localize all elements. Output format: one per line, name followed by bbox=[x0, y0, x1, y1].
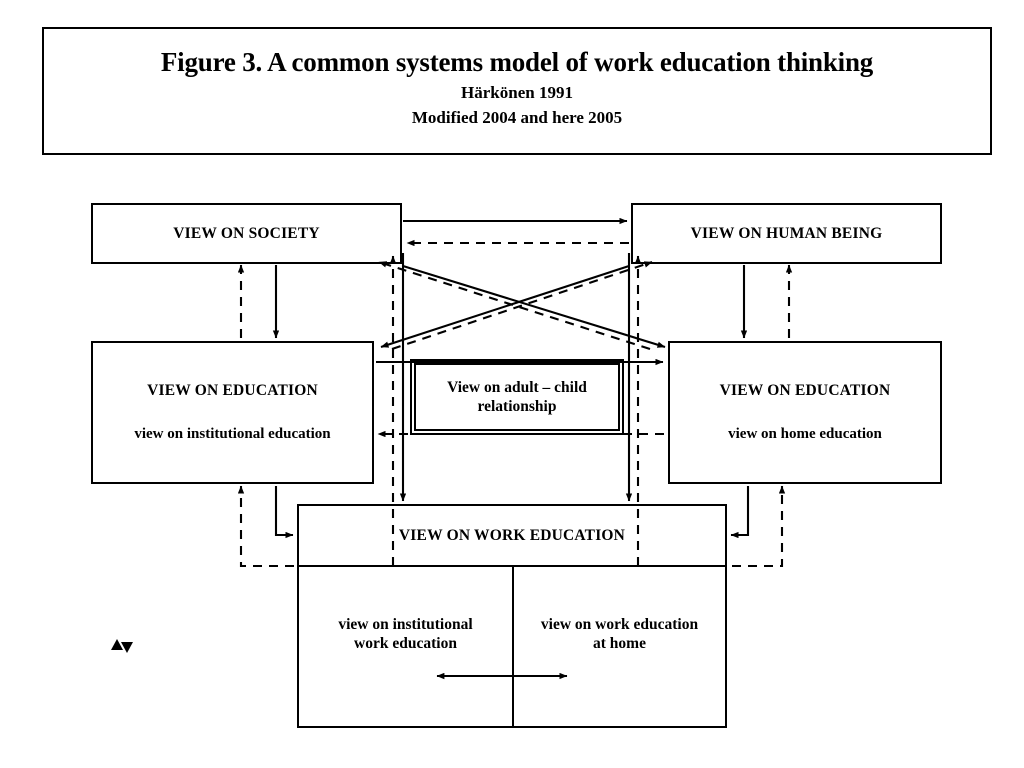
node-adult-child-line1: View on adult – child bbox=[447, 378, 587, 396]
node-education-home-subtitle: view on home education bbox=[728, 426, 882, 442]
node-adult-child-line2: relationship bbox=[477, 398, 557, 415]
node-view-on-society-label: VIEW ON SOCIETY bbox=[173, 224, 320, 242]
work-cell-institutional-line1: view on institutional bbox=[338, 616, 473, 633]
figure-title-block: Figure 3. A common systems model of work… bbox=[42, 27, 992, 155]
node-view-on-society: VIEW ON SOCIETY bbox=[91, 203, 402, 264]
node-education-home-title: VIEW ON EDUCATION bbox=[719, 382, 891, 399]
small-arrow-pair-marker-icon bbox=[111, 639, 133, 653]
node-view-on-human-being-label: VIEW ON HUMAN BEING bbox=[690, 224, 883, 242]
work-cell-home-line1: view on work education bbox=[540, 616, 699, 633]
figure-attribution: Härkönen 1991 bbox=[461, 83, 573, 103]
edge-human-to-edu-inst-diagonal-solid bbox=[380, 265, 630, 348]
edge-edu-inst-to-human-diagonal-dashed bbox=[391, 261, 653, 350]
edge-edu-home-to-society-diagonal-dashed bbox=[378, 261, 651, 350]
node-education-institutional-title: VIEW ON EDUCATION bbox=[147, 382, 318, 399]
node-view-on-work-education: VIEW ON WORK EDUCATION view on instituti… bbox=[297, 504, 727, 728]
edge-edu-inst-to-work-solid bbox=[274, 486, 294, 539]
edge-society-to-edu-home-diagonal-solid bbox=[402, 264, 666, 349]
node-view-on-human-being: VIEW ON HUMAN BEING bbox=[631, 203, 942, 264]
work-education-subcells: view on institutional work education vie… bbox=[299, 567, 725, 726]
node-view-on-education-home: VIEW ON EDUCATION view on home education bbox=[668, 341, 942, 484]
node-view-on-adult-child-relationship: View on adult – child relationship bbox=[410, 359, 624, 435]
edge-work-to-edu-inst-dashed bbox=[237, 485, 374, 568]
node-view-on-education-institutional: VIEW ON EDUCATION view on institutional … bbox=[91, 341, 374, 484]
node-education-institutional-subtitle: view on institutional education bbox=[134, 426, 331, 442]
edge-edu-home-to-work-solid bbox=[730, 486, 750, 539]
figure-title: Figure 3. A common systems model of work… bbox=[160, 47, 874, 77]
work-cell-home-line2: at home bbox=[593, 635, 646, 653]
work-education-cell-institutional: view on institutional work education bbox=[299, 567, 512, 726]
figure-modified-note: Modified 2004 and here 2005 bbox=[411, 108, 623, 128]
work-education-cell-home: view on work education at home bbox=[512, 567, 725, 726]
work-cell-institutional-line2: work education bbox=[354, 635, 457, 653]
node-work-education-title: VIEW ON WORK EDUCATION bbox=[299, 506, 725, 567]
